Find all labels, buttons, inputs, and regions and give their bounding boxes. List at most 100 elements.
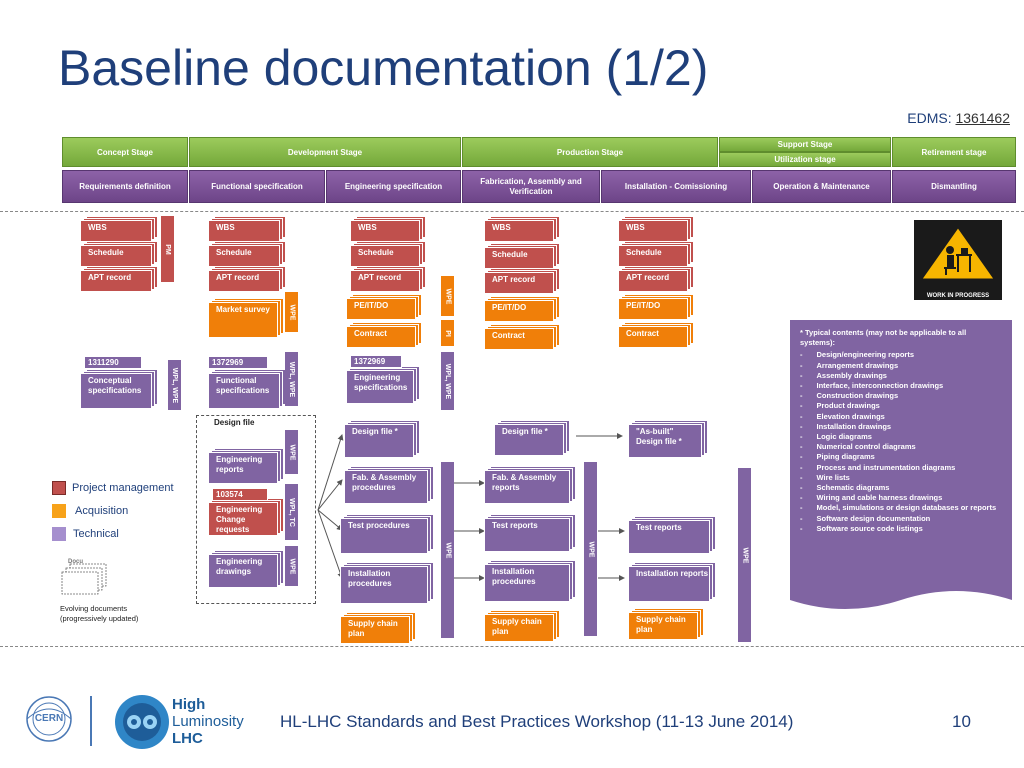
bar-pm: PM bbox=[161, 216, 174, 282]
doc-stack-schedule-concept[interactable]: Schedule bbox=[80, 241, 158, 269]
doc-label-inst-reports: Installation reports bbox=[636, 569, 709, 578]
doc-stack-functional-specs[interactable]: Functional specifications bbox=[208, 369, 286, 411]
doc-sheet bbox=[208, 452, 278, 484]
bar-wpe-fabrication-stage-label: WPE bbox=[587, 541, 595, 557]
doc-sheet bbox=[484, 470, 570, 504]
doc-stack-ecr[interactable]: Engineering Change requests bbox=[208, 498, 284, 538]
doc-stack-fab-reports[interactable]: Fab. & Assembly reports bbox=[484, 466, 576, 506]
doc-label-wbs-installation: WBS bbox=[626, 223, 645, 232]
doc-sheet bbox=[494, 424, 564, 456]
doc-stack-supply-fab[interactable]: Supply chain plan bbox=[484, 610, 560, 644]
doc-stack-wbs-installation[interactable]: WBS bbox=[618, 216, 694, 244]
doc-stack-wbs-functional[interactable]: WBS bbox=[208, 216, 286, 244]
doc-stack-test-reports-fab[interactable]: Test reports bbox=[484, 514, 576, 554]
doc-sheet bbox=[80, 373, 152, 409]
doc-stack-engineering-specs[interactable]: Engineering specifications bbox=[346, 366, 420, 406]
doc-stack-supply-eng[interactable]: Supply chain plan bbox=[340, 612, 416, 646]
edms-link[interactable]: 1361462 bbox=[955, 110, 1010, 126]
doc-stack-inst-proc[interactable]: Installation procedures bbox=[340, 562, 434, 606]
contents-item: Software source code listings bbox=[810, 524, 1002, 534]
doc-sheet bbox=[340, 518, 428, 554]
stage-utilization-label: Utilization stage bbox=[774, 155, 836, 164]
doc-sheet bbox=[484, 300, 554, 322]
doc-stack-asbuilt-design-file[interactable]: "As-built" Design file * bbox=[628, 420, 708, 460]
evolving-document-icon bbox=[61, 563, 107, 595]
edms-id-engineering[interactable]: 1372969 bbox=[350, 355, 402, 368]
doc-sheet bbox=[618, 298, 688, 320]
doc-stack-design-file-fab[interactable]: Design file * bbox=[494, 420, 570, 458]
edms-id-conceptual[interactable]: 1311290 bbox=[84, 356, 142, 369]
doc-stack-eng-reports[interactable]: Engineering reports bbox=[208, 448, 284, 486]
doc-stack-peitdo-installation[interactable]: PE/IT/DO bbox=[618, 294, 694, 322]
doc-label-asbuilt-design-file: "As-built" Design file * bbox=[636, 427, 682, 446]
doc-sheet bbox=[344, 470, 428, 504]
doc-stack-design-file-eng[interactable]: Design file * bbox=[344, 420, 420, 460]
doc-stack-test-reports-inst[interactable]: Test reports bbox=[628, 516, 716, 556]
doc-stack-wbs-engineering[interactable]: WBS bbox=[350, 216, 426, 244]
doc-stack-supply-inst[interactable]: Supply chain plan bbox=[628, 608, 704, 642]
phase-installation-label: Installation - Comissioning bbox=[624, 181, 728, 191]
doc-label-supply-eng: Supply chain plan bbox=[348, 619, 398, 638]
doc-stack-apt-fabrication[interactable]: APT record bbox=[484, 268, 560, 296]
doc-stack-fab-proc[interactable]: Fab. & Assembly procedures bbox=[344, 466, 434, 506]
bar-wpe-market-label: WPE bbox=[288, 304, 296, 320]
doc-label-apt-engineering: APT record bbox=[358, 273, 402, 282]
stage-concept: Concept Stage bbox=[62, 137, 188, 167]
warning-triangle-icon bbox=[917, 223, 999, 282]
doc-label-fab-proc: Fab. & Assembly procedures bbox=[352, 473, 417, 492]
doc-stack-contract-installation[interactable]: Contract bbox=[618, 322, 694, 350]
contents-item: Interface, interconnection drawings bbox=[810, 381, 1002, 391]
stage-utilization: Utilization stage bbox=[719, 152, 891, 167]
bar-wpe-pe: WPE bbox=[441, 276, 454, 316]
contents-item: Design/engineering reports bbox=[810, 350, 1002, 360]
edms-id-ecr[interactable]: 103574 bbox=[212, 488, 268, 501]
doc-stack-apt-concept[interactable]: APT record bbox=[80, 266, 158, 294]
doc-stack-eng-drawings[interactable]: Engineering drawings bbox=[208, 550, 284, 590]
bar-wpl-wpe-concept: WPL, WPE bbox=[168, 360, 181, 410]
phase-requirements-label: Requirements definition bbox=[79, 181, 171, 191]
doc-stack-contract-engineering[interactable]: Contract bbox=[346, 322, 422, 350]
doc-stack-peitdo-fabrication[interactable]: PE/IT/DO bbox=[484, 296, 560, 324]
doc-stack-schedule-installation[interactable]: Schedule bbox=[618, 241, 694, 269]
doc-stack-wbs-concept[interactable]: WBS bbox=[80, 216, 158, 244]
doc-stack-apt-installation[interactable]: APT record bbox=[618, 266, 694, 294]
doc-stack-apt-functional[interactable]: APT record bbox=[208, 266, 286, 294]
doc-label-schedule-functional: Schedule bbox=[216, 248, 252, 257]
doc-stack-wbs-fabrication[interactable]: WBS bbox=[484, 216, 560, 244]
doc-stack-schedule-fabrication[interactable]: Schedule bbox=[484, 243, 560, 271]
phase-operation-label: Operation & Maintenance bbox=[773, 181, 870, 191]
page-number: 10 bbox=[952, 712, 971, 731]
warning-label: WORK IN PROGRESS bbox=[926, 293, 990, 299]
doc-stack-conceptual-specs[interactable]: Conceptual specifications bbox=[80, 369, 158, 411]
bar-pi: PI bbox=[441, 320, 454, 346]
doc-sheet bbox=[484, 328, 554, 350]
bar-wpe-reports: WPE bbox=[285, 430, 298, 474]
cern-logo: CERN bbox=[24, 694, 74, 744]
bar-wpe-pe-label: WPE bbox=[444, 288, 452, 304]
contents-text: * Typical contents (may not be applicabl… bbox=[790, 320, 1012, 543]
doc-stack-schedule-engineering[interactable]: Schedule bbox=[350, 241, 426, 269]
phase-fabrication-label: Fabrication, Assembly and Verification bbox=[480, 176, 582, 196]
stage-production-label: Production Stage bbox=[556, 147, 624, 157]
phase-installation: Installation - Comissioning bbox=[601, 170, 751, 203]
doc-label-test-proc: Test procedures bbox=[348, 521, 410, 530]
doc-label-schedule-fabrication: Schedule bbox=[492, 250, 528, 259]
doc-stack-inst-proc-fab[interactable]: Installation procedures bbox=[484, 560, 576, 604]
phase-functional: Functional specification bbox=[189, 170, 325, 203]
legend-swatch-acquisition bbox=[52, 504, 66, 518]
edms-id-functional[interactable]: 1372969 bbox=[208, 356, 268, 369]
bar-wpl-tc: WPL, TC bbox=[285, 484, 298, 540]
bar-wpl-wpe-functional: WPL, WPE bbox=[285, 352, 298, 406]
doc-stack-apt-engineering[interactable]: APT record bbox=[350, 266, 426, 294]
doc-stack-peitdo-engineering[interactable]: PE/IT/DO bbox=[346, 294, 422, 322]
typical-contents-box: * Typical contents (may not be applicabl… bbox=[790, 320, 1012, 616]
doc-sheet bbox=[484, 518, 570, 552]
doc-stack-market-survey[interactable]: Market survey bbox=[208, 298, 284, 340]
doc-stack-test-proc[interactable]: Test procedures bbox=[340, 514, 434, 556]
doc-stack-schedule-functional[interactable]: Schedule bbox=[208, 241, 286, 269]
doc-stack-contract-fabrication[interactable]: Contract bbox=[484, 324, 560, 352]
bar-wpe-installation-stage-label: WPE bbox=[741, 547, 749, 563]
doc-stack-inst-reports[interactable]: Installation reports bbox=[628, 562, 716, 604]
stage-support-label: Support Stage bbox=[777, 140, 833, 149]
contents-item: Piping diagrams bbox=[810, 452, 1002, 462]
